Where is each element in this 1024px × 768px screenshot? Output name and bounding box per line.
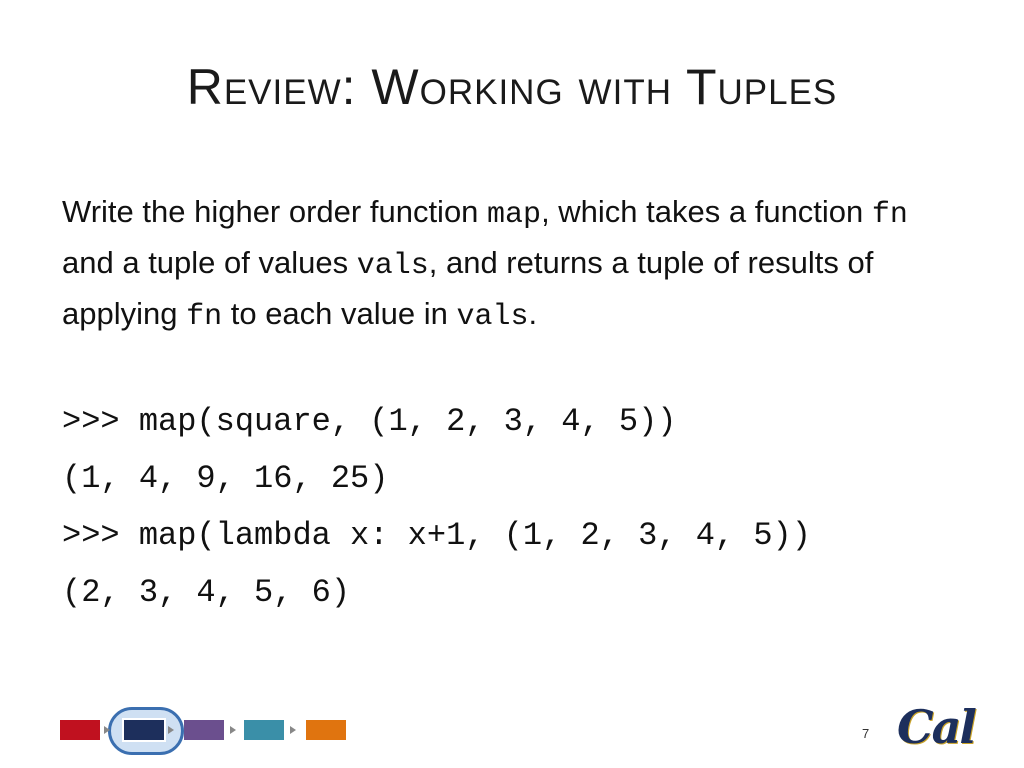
desc-text-2: , which takes a function [541, 194, 872, 229]
code-example: >>> map(square, (1, 2, 3, 4, 5)) (1, 4, … [62, 396, 982, 624]
nav-section-3[interactable] [184, 720, 224, 740]
nav-arrow-icon [168, 726, 174, 734]
nav-section-5[interactable] [306, 720, 346, 740]
desc-code-vals-2: vals [456, 300, 529, 334]
desc-code-vals: vals [356, 249, 429, 283]
desc-text-1: Write the higher order function [62, 194, 488, 229]
nav-arrow-icon [290, 726, 296, 734]
cal-logo: Cal [897, 700, 977, 754]
desc-code-fn: fn [871, 198, 908, 232]
desc-code-fn-2: fn [186, 300, 223, 334]
nav-arrow-icon [104, 726, 110, 734]
nav-section-4[interactable] [244, 720, 284, 740]
desc-text-3: and a tuple of values [62, 245, 357, 280]
nav-section-2[interactable] [122, 718, 166, 742]
desc-text-5: to each value in [222, 296, 457, 331]
code-line: >>> map(lambda x: x+1, (1, 2, 3, 4, 5)) [62, 517, 811, 554]
code-line: >>> map(square, (1, 2, 3, 4, 5)) [62, 403, 677, 440]
progress-navigation [60, 705, 360, 755]
desc-code-map: map [487, 198, 542, 232]
code-line: (2, 3, 4, 5, 6) [62, 574, 351, 611]
code-line: (1, 4, 9, 16, 25) [62, 460, 389, 497]
description-paragraph: Write the higher order function map, whi… [62, 188, 962, 341]
nav-arrow-icon [230, 726, 236, 734]
page-number: 7 [862, 726, 870, 741]
desc-text-4: , and returns a tuple of results of appl… [62, 245, 874, 331]
desc-text-6: . [528, 296, 538, 331]
slide-title: Review: Working with Tuples [186, 59, 838, 115]
nav-section-1[interactable] [60, 720, 100, 740]
